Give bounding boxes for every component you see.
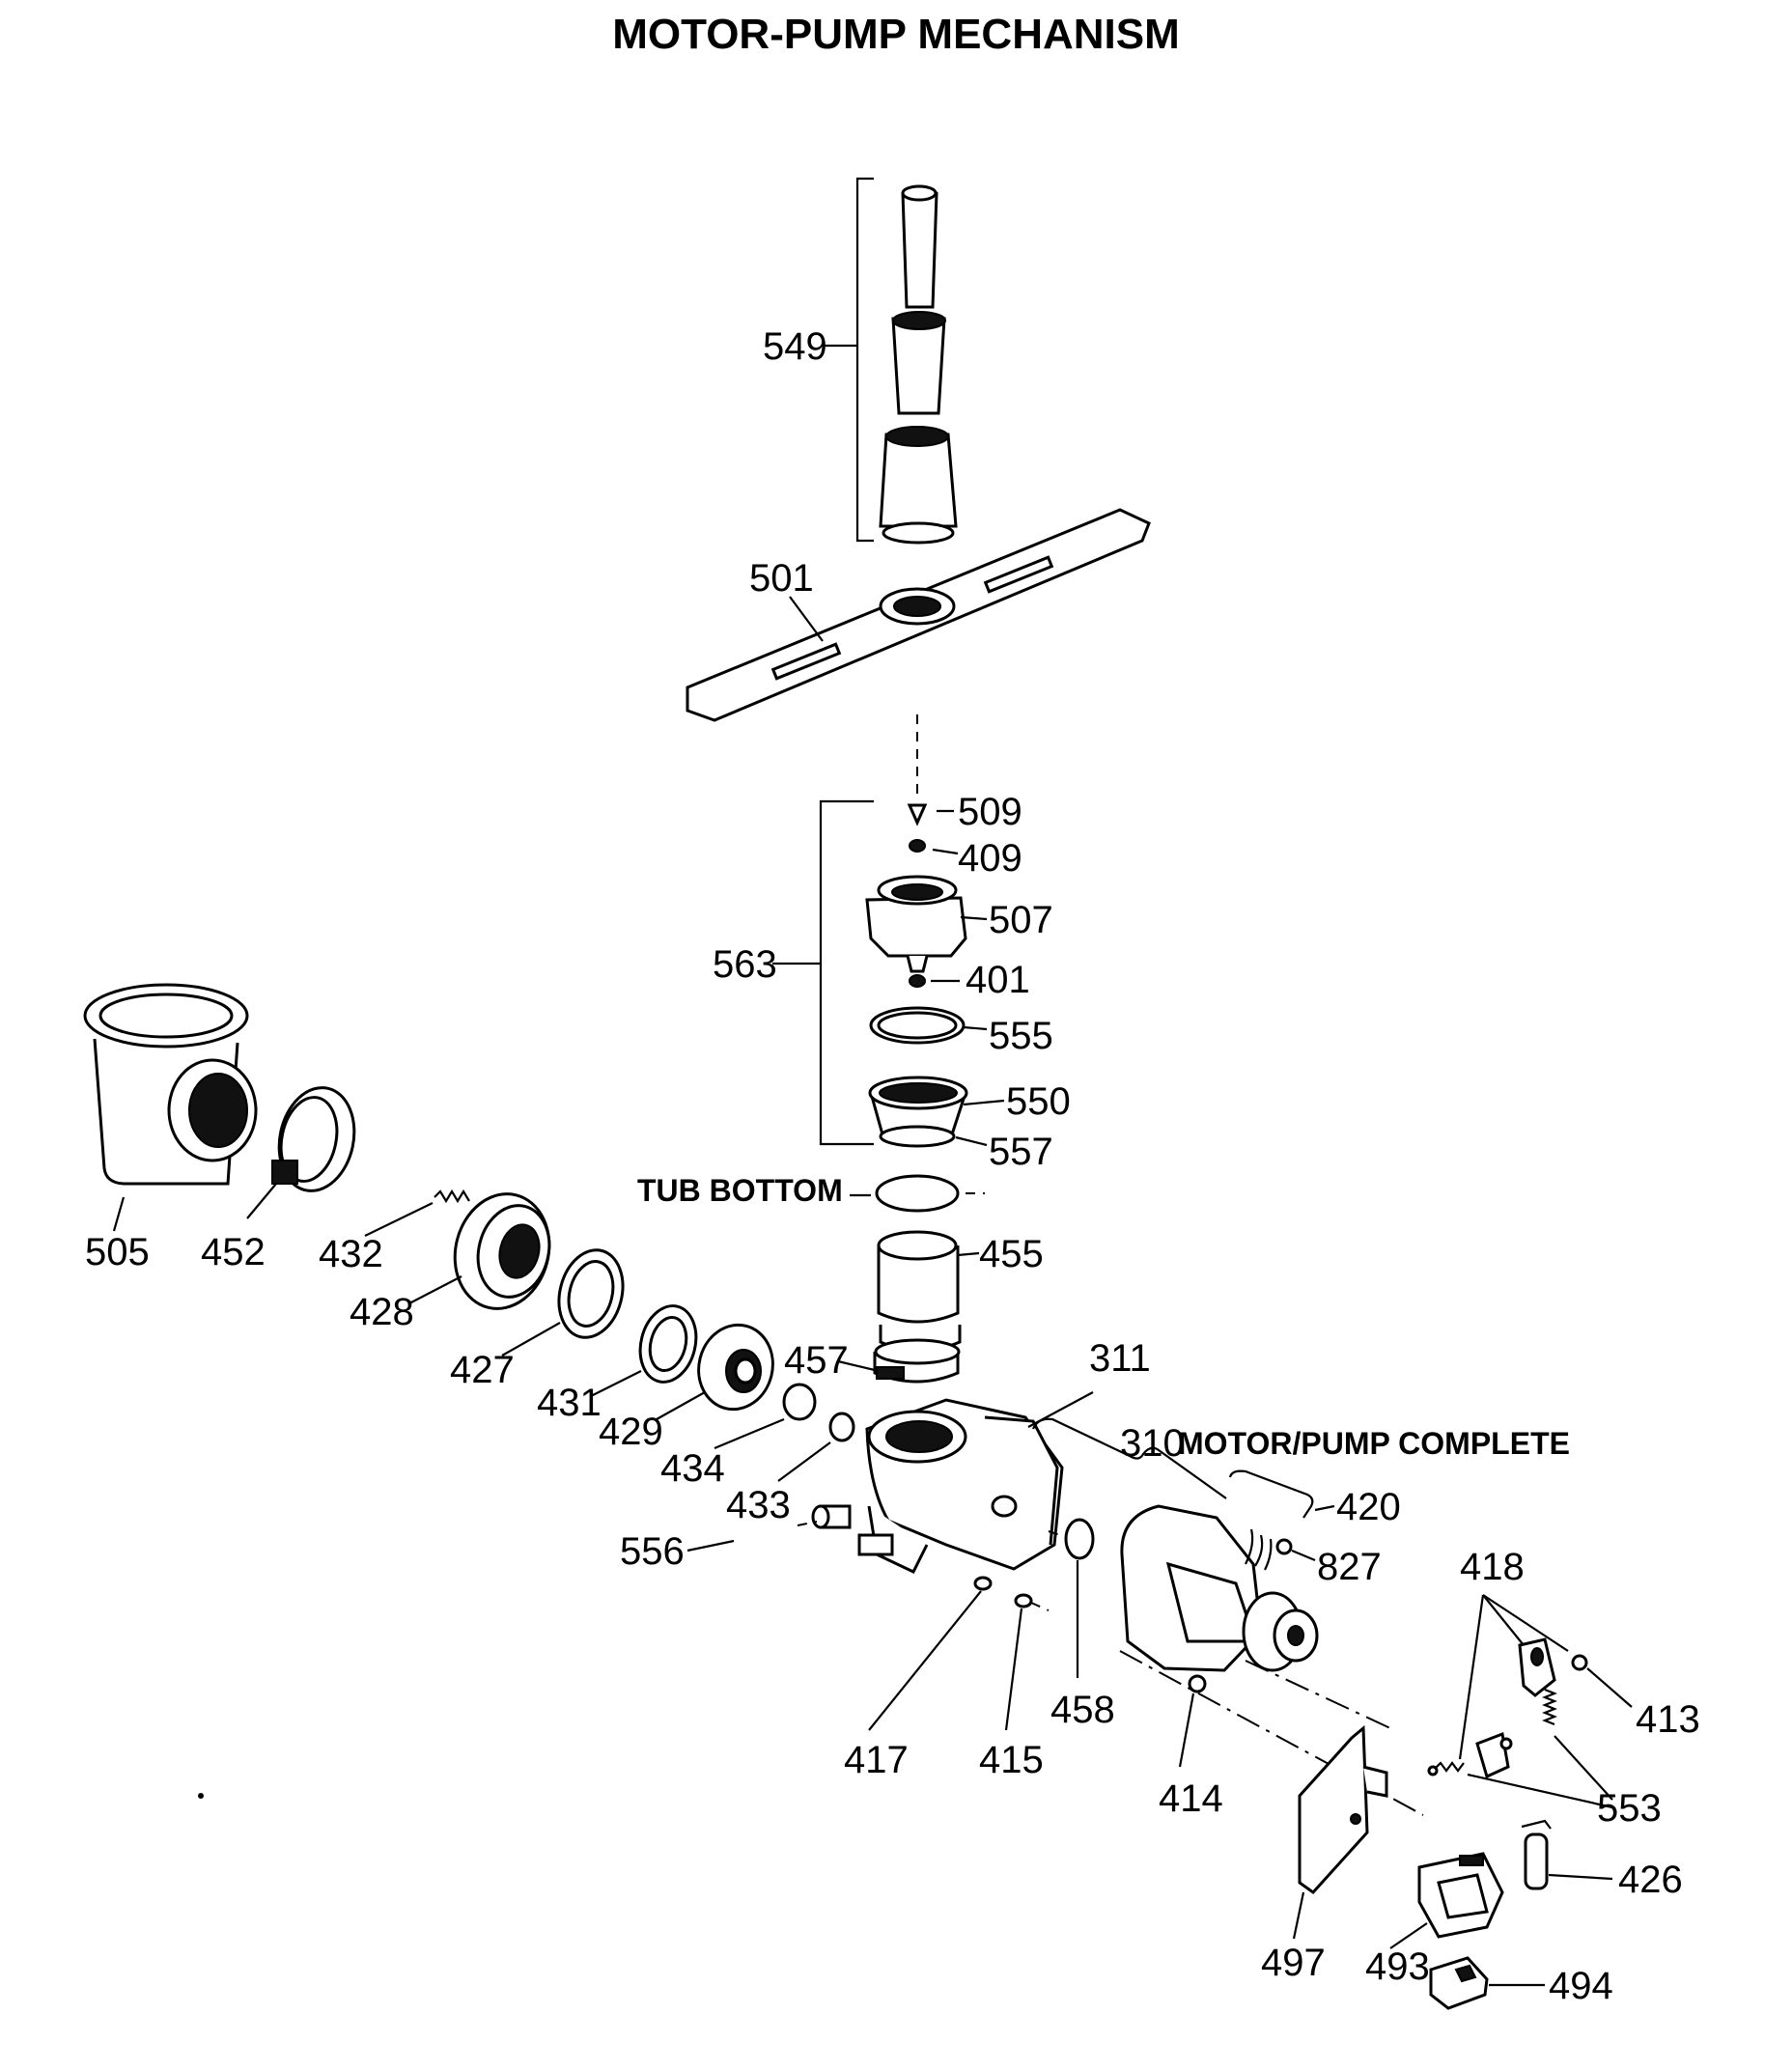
callout-426: 426 <box>1618 1859 1683 1901</box>
callout-413: 413 <box>1636 1698 1700 1741</box>
part-431-ring <box>590 1304 698 1397</box>
part-549-spray-tube-stack <box>823 177 958 545</box>
callout-827: 827 <box>1317 1546 1382 1588</box>
callout-493: 493 <box>1365 1945 1430 1988</box>
callout-432: 432 <box>319 1233 383 1275</box>
callout-557: 557 <box>989 1131 1053 1173</box>
callout-497: 497 <box>1261 1942 1326 1984</box>
stray-mark <box>198 1793 204 1799</box>
callout-505: 505 <box>85 1231 150 1273</box>
callout-494: 494 <box>1549 1965 1613 2007</box>
part-310-motor <box>1120 1504 1319 1672</box>
part-428-filter <box>408 1192 551 1310</box>
part-401-washer <box>909 974 960 988</box>
callout-417: 417 <box>844 1739 909 1781</box>
part-434-bushing <box>714 1383 817 1450</box>
tub-bottom-opening <box>850 1174 985 1213</box>
part-455-seal <box>877 1230 980 1353</box>
callout-550: 550 <box>1006 1080 1071 1123</box>
part-509-screw <box>907 803 954 826</box>
callout-458: 458 <box>1050 1689 1115 1731</box>
part-417-washer <box>868 1576 993 1731</box>
part-494-block <box>1429 1956 1545 2010</box>
callout-501: 501 <box>749 557 814 600</box>
callout-418: 418 <box>1460 1546 1525 1588</box>
part-311-pump-housing <box>857 1391 1094 1574</box>
callout-429: 429 <box>599 1411 663 1453</box>
callout-555: 555 <box>989 1015 1053 1057</box>
callout-427: 427 <box>450 1349 515 1391</box>
bracket-563 <box>819 799 874 1146</box>
part-493-switch <box>1389 1852 1504 1949</box>
callout-556: 556 <box>620 1530 685 1573</box>
part-452-clamp <box>246 1086 356 1219</box>
callout-409: 409 <box>958 837 1022 880</box>
callout-415: 415 <box>979 1739 1044 1781</box>
page-title: MOTOR-PUMP MECHANISM <box>612 11 1180 58</box>
alignment-line-motor-switch <box>1245 1660 1391 1729</box>
part-457-clamp <box>837 1338 961 1384</box>
callout-549: 549 <box>763 325 827 368</box>
part-426-pin <box>1521 1819 1613 1890</box>
part-556-fitting <box>686 1504 852 1552</box>
part-413-clip <box>1571 1654 1633 1708</box>
part-432-spring <box>364 1189 470 1237</box>
callout-311: 311 <box>1089 1337 1151 1380</box>
motor-pump-complete-label: MOTOR/PUMP COMPLETE <box>1178 1426 1570 1461</box>
part-553-springs <box>1427 1688 1613 1809</box>
part-418-cam-assembly <box>1458 1594 1569 1779</box>
callout-507: 507 <box>989 899 1053 941</box>
callout-310: 310 <box>1120 1422 1185 1465</box>
part-827-screw <box>1275 1538 1316 1562</box>
callout-428: 428 <box>350 1291 414 1333</box>
callout-455: 455 <box>979 1233 1044 1275</box>
part-414-screw <box>1178 1674 1207 1768</box>
part-497-bracket <box>1292 1724 1388 1940</box>
callout-563: 563 <box>713 943 777 986</box>
part-420-wire <box>1228 1469 1335 1519</box>
part-433-bushing <box>777 1412 855 1482</box>
callout-414: 414 <box>1159 1777 1223 1820</box>
callout-457: 457 <box>784 1339 849 1382</box>
part-458-seal <box>1048 1518 1095 1678</box>
bracket-310 <box>1031 1417 1227 1499</box>
tub-bottom-label: TUB BOTTOM <box>637 1173 843 1208</box>
callout-553: 553 <box>1597 1787 1662 1830</box>
part-409-washer <box>909 839 959 855</box>
part-507-hub <box>865 875 988 973</box>
part-415-washer <box>1004 1593 1050 1731</box>
callout-452: 452 <box>201 1231 266 1273</box>
callout-434: 434 <box>660 1447 725 1490</box>
callout-433: 433 <box>726 1484 791 1526</box>
callout-431: 431 <box>537 1382 602 1424</box>
part-429-impeller <box>656 1323 774 1420</box>
part-427-ring <box>501 1248 625 1357</box>
part-555-ring <box>869 1006 988 1045</box>
part-501-spray-arm <box>686 508 1151 722</box>
callout-420: 420 <box>1336 1486 1401 1528</box>
callout-401: 401 <box>966 959 1030 1001</box>
callout-509: 509 <box>958 791 1022 833</box>
part-550-cup <box>868 1076 1005 1148</box>
part-505-housing <box>83 983 258 1232</box>
